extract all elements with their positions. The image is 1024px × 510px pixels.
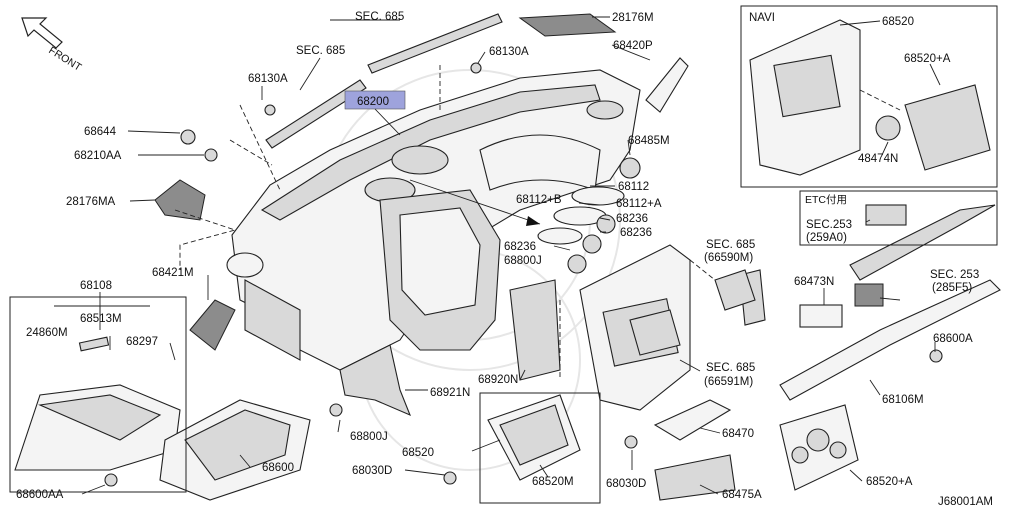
- tray-68475a: [654, 454, 736, 501]
- label-68470: 68470: [722, 428, 754, 440]
- side-vent-68421m: [189, 299, 236, 351]
- speaker-grille-28176ma: [154, 179, 206, 221]
- label-68108: 68108: [80, 280, 112, 292]
- navi-box: [740, 5, 998, 188]
- front-arrow-icon: [21, 17, 63, 49]
- pointer-arrow: [409, 179, 541, 225]
- label-sec685-left: SEC. 685: [296, 45, 345, 57]
- label-68600aa: 68600AA: [16, 489, 64, 501]
- bracket-68106m: [779, 279, 1001, 401]
- label-sec685-b: SEC. 685: [706, 239, 755, 251]
- navi-label-48474n: 48474N: [858, 153, 898, 165]
- label-68520m: 68520M: [532, 476, 574, 488]
- glove-group-box: [9, 296, 187, 493]
- lower-cover-68921n: [339, 344, 412, 417]
- label-sec253-b: SEC. 253: [930, 269, 979, 281]
- label-sec685-c: SEC. 685: [706, 362, 755, 374]
- pointer-arrow-head: [526, 216, 540, 226]
- dashed-guides: [174, 65, 901, 380]
- label-68236-c: 68236: [620, 227, 652, 239]
- label-68130a-left: 68130A: [248, 73, 288, 85]
- label-68030d-right: 68030D: [606, 478, 646, 490]
- label-68236-b: 68236: [504, 241, 536, 253]
- speaker-grille-28176m: [518, 13, 617, 37]
- etc-box-title: ETC付用: [805, 193, 847, 206]
- navi-box-title: NAVI: [749, 12, 775, 24]
- leader-lines: [54, 16, 941, 495]
- label-68473n: 68473N: [794, 276, 834, 288]
- label-68600a: 68600A: [933, 333, 973, 345]
- label-sec253-b-sub: (285F5): [932, 282, 972, 294]
- etc-bracket: [849, 204, 996, 281]
- label-sec685-b-sub: (66590M): [704, 252, 753, 264]
- glove-lid-68108: [14, 336, 181, 471]
- etc-unit: [865, 204, 907, 226]
- label-68513m: 68513M: [80, 313, 122, 325]
- navi-unit: [749, 19, 991, 176]
- side-cover-68420p: [645, 57, 689, 113]
- label-68421m: 68421M: [152, 267, 194, 279]
- front-label: FRONT: [46, 44, 84, 74]
- module-285f5: [854, 283, 884, 307]
- vent-66591m: [629, 309, 681, 356]
- center-frame: [379, 189, 561, 381]
- label-68800j-b: 68800J: [350, 431, 388, 443]
- glove-box-68600: [159, 399, 311, 501]
- drawing-id: J68001AM: [938, 496, 993, 508]
- etc-label-259a0: (259A0): [806, 232, 847, 244]
- label-68106m: 68106M: [882, 394, 924, 406]
- label-68520: 68520: [402, 447, 434, 459]
- defroster-grille-top: [265, 13, 503, 149]
- label-68112a: 68112+A: [616, 198, 662, 210]
- label-68130a-right: 68130A: [489, 46, 529, 58]
- label-sec685-c-sub: (66591M): [704, 376, 753, 388]
- navi-label-68520a: 68520+A: [904, 53, 951, 65]
- box-68473n: [799, 304, 843, 328]
- clips: [104, 62, 943, 487]
- vent-66590m: [714, 269, 756, 311]
- tray-68470: [653, 399, 732, 441]
- label-68600: 68600: [262, 462, 294, 474]
- label-68112: 68112: [618, 181, 649, 193]
- label-68920n: 68920N: [478, 374, 518, 386]
- label-24860m: 24860M: [26, 327, 68, 339]
- label-68420p: 68420P: [613, 40, 653, 52]
- label-sec685-top: SEC. 685: [355, 11, 404, 23]
- label-68800j-a: 68800J: [504, 255, 542, 267]
- label-68520a-bottom: 68520+A: [866, 476, 913, 488]
- pocket-68520: [487, 394, 581, 481]
- label-68921n: 68921N: [430, 387, 470, 399]
- label-68030d-left: 68030D: [352, 465, 392, 477]
- vent-rings: [537, 186, 625, 274]
- label-28176m: 28176M: [612, 12, 654, 24]
- bezel-68520a-lower: [779, 404, 859, 491]
- label-68644: 68644: [84, 126, 117, 138]
- label-68475a: 68475A: [722, 489, 762, 501]
- main-part-label: 68200: [357, 96, 389, 108]
- label-68485m: 68485M: [628, 135, 670, 147]
- label-68210aa: 68210AA: [74, 150, 122, 162]
- label-68297: 68297: [126, 336, 158, 348]
- label-28176ma: 28176MA: [66, 196, 116, 208]
- label-68112b: 68112+B: [516, 194, 562, 206]
- etc-box: [799, 190, 998, 246]
- navi-label-68520: 68520: [882, 16, 914, 28]
- etc-label-sec253: SEC.253: [806, 219, 852, 231]
- label-68236-a: 68236: [616, 213, 648, 225]
